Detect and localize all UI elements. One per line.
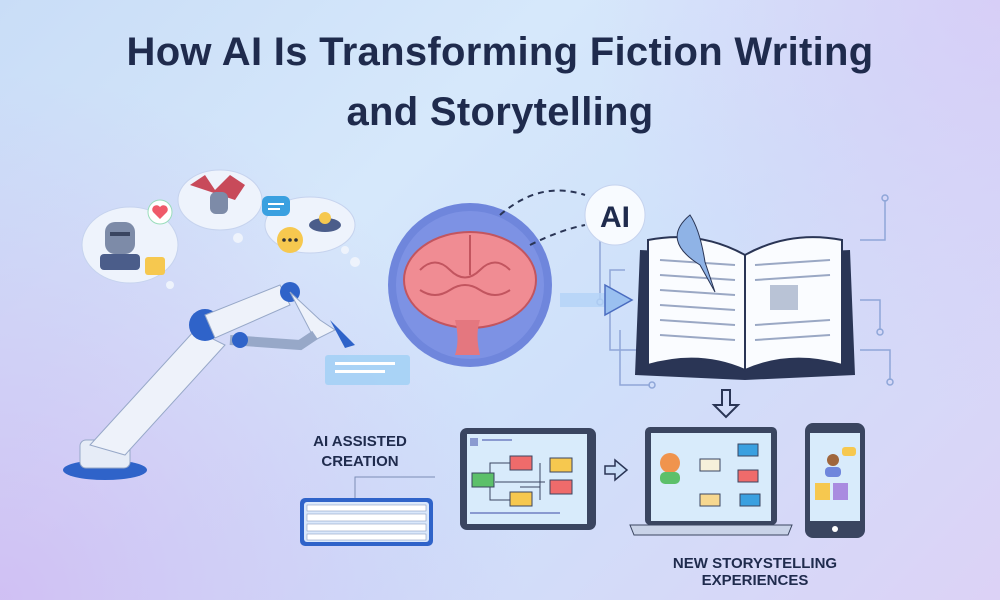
knight-helmet-icon — [100, 222, 140, 270]
speech-bubble-icon — [262, 196, 290, 216]
new-experiences-label: NEW STORYSTELLING EXPERIENCES — [672, 555, 838, 589]
stylus-icon — [330, 320, 355, 348]
avatar — [660, 453, 680, 473]
brain-circle — [388, 203, 552, 367]
open-book-icon — [635, 214, 855, 380]
arrow-right-small-icon — [604, 458, 629, 482]
dragon-knight-icon — [190, 175, 245, 214]
title-line-1: How AI Is Transforming Fiction Writing — [126, 30, 874, 74]
dashed-connector — [499, 189, 586, 216]
tablet-story-map — [460, 428, 596, 530]
thought-bubble-characters — [81, 169, 360, 289]
quill-icon — [676, 214, 716, 293]
title-line-2: and Storytelling — [346, 90, 654, 134]
phone-icon — [805, 423, 865, 538]
spaceship-icon — [309, 212, 341, 232]
robot-arm — [63, 282, 410, 480]
laptop-story-map — [629, 427, 793, 536]
heart-icon — [147, 199, 173, 225]
keyboard-icon — [300, 476, 435, 546]
label-line-2: CREATION — [321, 453, 399, 470]
ai-badge: AI — [584, 184, 646, 246]
arrow-down-icon — [711, 389, 741, 419]
chat-dots-icon — [277, 227, 303, 253]
svg-text:AI: AI — [600, 201, 630, 234]
label-line-1: AI ASSISTED — [313, 433, 407, 450]
ai-assisted-creation-label: AI ASSISTED CREATION — [300, 432, 420, 472]
badge-icon — [145, 257, 165, 275]
arrow-right-icon — [560, 283, 634, 317]
